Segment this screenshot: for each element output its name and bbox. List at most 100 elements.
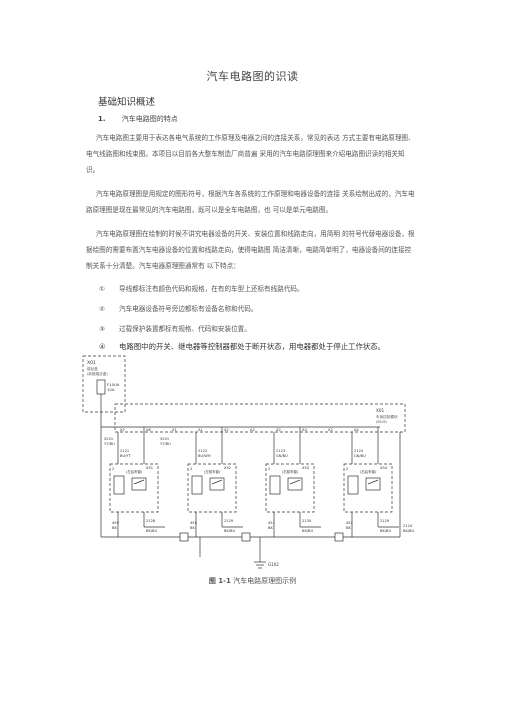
- wire-code: 2124: [403, 524, 413, 528]
- relay-name: (左后车窗): [126, 469, 143, 474]
- wire-color: BK: [268, 526, 273, 530]
- circuit-diagram: X01 熔丝盒 (前舱熔丝盒) F10UA 10A X01 车身控制模块 (BC…: [82, 355, 414, 569]
- list-marker: ②: [99, 305, 105, 313]
- wire-code: 2122: [198, 449, 207, 453]
- wire-code: 2123: [276, 449, 285, 453]
- relay-name: (右前车窗): [282, 469, 299, 474]
- relay-switch: [367, 479, 379, 485]
- pin-label: X2: [276, 428, 281, 432]
- relay-contact: [365, 477, 381, 491]
- pin-number: 2: [112, 467, 114, 471]
- relay-switch: [211, 479, 223, 485]
- wire-color: BK: [190, 526, 195, 530]
- relay-outline: [187, 463, 237, 513]
- pin-label: A6: [146, 428, 151, 432]
- fuse-box-label: (前舱熔丝盒): [87, 371, 108, 376]
- wire-code: 450: [190, 521, 198, 525]
- relay-name: (右后车窗): [360, 469, 377, 474]
- relay-code: X53: [302, 466, 309, 470]
- paragraph: 汽车电路原理图在绘制的时候不讲究电器设备的开关、安装位置和线路走向，用简明 的符…: [86, 230, 415, 270]
- document-title: 汽车电路图的识读: [206, 70, 299, 83]
- list-text: 过载保护装置都标有规格、代码和安装位置。: [119, 325, 251, 333]
- pin-label: X2: [328, 428, 333, 432]
- paragraph: 汽车电路图主要用于表达各电气系统的工作原理及电器之间的连接关系，常见的表达 方式…: [86, 134, 415, 174]
- relay-outline: [109, 463, 159, 513]
- pin-label: A4: [354, 428, 359, 432]
- pin-number: 2: [346, 467, 348, 471]
- fuse-rating: 10A: [107, 387, 115, 392]
- relay-switch: [133, 479, 145, 485]
- list-item: ② 汽车电器设备符号旁边都标有设备名称和代码。: [99, 303, 257, 313]
- wire-color: BK/BU: [403, 529, 414, 533]
- relay-outline: [343, 463, 393, 513]
- fuse-code: F10UA: [107, 382, 120, 387]
- wire-color: YT/BU: [160, 442, 171, 446]
- wire-code: 451: [268, 521, 275, 525]
- pin-label: X2: [120, 428, 125, 432]
- relay-coil: [347, 475, 359, 495]
- list-marker: ③: [99, 325, 105, 333]
- wire-color: BU/YT: [120, 454, 132, 458]
- wire-color: BK/BU: [146, 529, 157, 533]
- list-marker: ④: [99, 342, 106, 351]
- subsection-title: 汽车电路图的特点: [121, 115, 178, 123]
- relay-name: (左前车窗): [204, 469, 221, 474]
- list-item: ③ 过载保护装置都标有规格、代码和安装位置。: [99, 323, 251, 333]
- wire-code: 2124: [354, 449, 364, 453]
- wire-code: 2129: [380, 519, 390, 523]
- pin-label: A3: [302, 428, 307, 432]
- wire-color: BK/BU: [380, 529, 391, 533]
- fuse-box-code: X01: [87, 360, 96, 366]
- pin-label: X1: [172, 428, 177, 432]
- relay-switch: [289, 479, 301, 485]
- pin-label: A1: [198, 428, 203, 432]
- wire-code: 2121: [120, 449, 129, 453]
- wire-code: 5201: [160, 437, 169, 441]
- relay-coil: [113, 475, 125, 495]
- wire-color: BK/BU: [302, 529, 313, 533]
- fuse-symbol: [96, 379, 106, 395]
- wire-code: 2128: [146, 519, 156, 523]
- wire-code: 5201: [104, 437, 113, 441]
- relay-contact: [209, 477, 225, 491]
- subsection-heading: 1. 汽车电路图的特点: [98, 114, 178, 124]
- wire-color: BU/WH: [198, 454, 211, 458]
- wire-code: 452: [346, 521, 353, 525]
- figure-caption: 图 1-1 汽车电路原理图示例: [0, 576, 505, 586]
- fuse-box-label: 熔丝盒: [87, 366, 98, 371]
- relay-contact: [287, 477, 303, 491]
- figure-caption-text: 汽车电路原理图示例: [233, 577, 297, 585]
- figure-number: 图 1-1: [208, 577, 231, 585]
- list-text: 导线都标注有颜色代码和规格，在有的车型上还标有线路代码。: [119, 285, 304, 293]
- relay-code: X54: [380, 466, 388, 470]
- pin-label: X2: [224, 428, 229, 432]
- ecu-outline: [114, 403, 406, 433]
- fuse-box-outline: [82, 355, 126, 413]
- relay-coil: [269, 475, 281, 495]
- list-item: ① 导线都标注有颜色代码和规格，在有的车型上还标有线路代码。: [99, 283, 304, 293]
- ecu-label: (BCM): [376, 420, 387, 424]
- section-heading: 基础知识概述: [98, 97, 156, 108]
- wire-color: BK/BU: [224, 529, 235, 533]
- pin-number: 2: [190, 467, 192, 471]
- subsection-number: 1.: [98, 115, 106, 123]
- ground-code: G102: [268, 562, 279, 567]
- wire-color: GN/BU: [354, 454, 366, 458]
- relay-outline: [265, 463, 315, 513]
- list-text: 电路图中的开关、继电器等控制器都处于断开状态，用电器都处于停止工作状态。: [119, 342, 386, 351]
- list-marker: ①: [99, 285, 105, 293]
- paragraph: 汽车电路原理图是用规定的图形符号，根据汽车各系统的工作原理和电器设备的连接 关系…: [86, 190, 415, 214]
- relay-contact: [131, 477, 147, 491]
- ecu-code: X01: [376, 408, 385, 413]
- list-item: ④ 电路图中的开关、继电器等控制器都处于断开状态，用电器都处于停止工作状态。: [99, 341, 385, 352]
- wire-color: YT/BU: [104, 442, 115, 446]
- wire-color: BK: [112, 526, 117, 530]
- pin-label: A2: [250, 428, 255, 432]
- wire-code: 2129: [224, 519, 234, 523]
- wire-color: GN/BU: [276, 454, 288, 458]
- ecu-label: 车身控制模块: [376, 414, 398, 419]
- relay-code: X52: [224, 466, 231, 470]
- pin-number: 2: [268, 467, 270, 471]
- list-text: 汽车电器设备符号旁边都标有设备名称和代码。: [119, 305, 258, 313]
